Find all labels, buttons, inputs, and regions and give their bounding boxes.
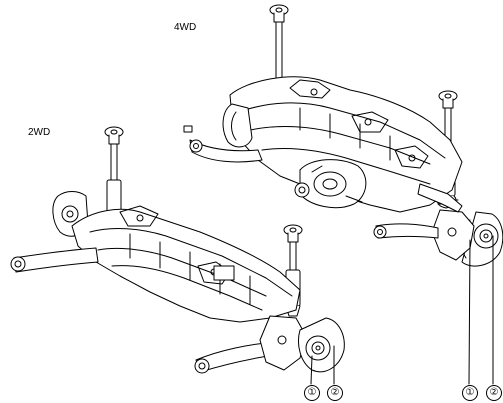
lower-arm-4wd-left: [183, 125, 263, 163]
callout-4wd-1: ①: [462, 385, 478, 401]
leader-lines: [310, 235, 494, 385]
callout-2wd-2: ②: [327, 385, 343, 401]
backing-plate-4wd-left: [222, 103, 253, 148]
callout-2wd-1: ①: [304, 385, 320, 401]
variant-label-2wd: 2WD: [28, 127, 51, 138]
lower-arm-4wd-right: [373, 223, 439, 239]
subframe-4wd: [229, 76, 463, 213]
upper-arm-4wd-right: [417, 183, 463, 213]
leader-line-4wd-1: [468, 239, 471, 385]
leader-line-2wd-1: [310, 355, 313, 385]
callout-4wd-2: ②: [486, 385, 502, 401]
assembly-4wd: [183, 4, 503, 267]
hub-2wd-right: [298, 317, 345, 373]
lower-arm-2wd-left: [10, 247, 99, 273]
knuckle-2wd-right: [259, 315, 307, 371]
variant-label-4wd: 4WD: [174, 22, 197, 33]
subframe-2wd: [71, 205, 301, 323]
differential-4wd: [294, 159, 367, 209]
assembly-2wd: [10, 126, 345, 374]
lower-arm-2wd-right: [194, 341, 281, 374]
